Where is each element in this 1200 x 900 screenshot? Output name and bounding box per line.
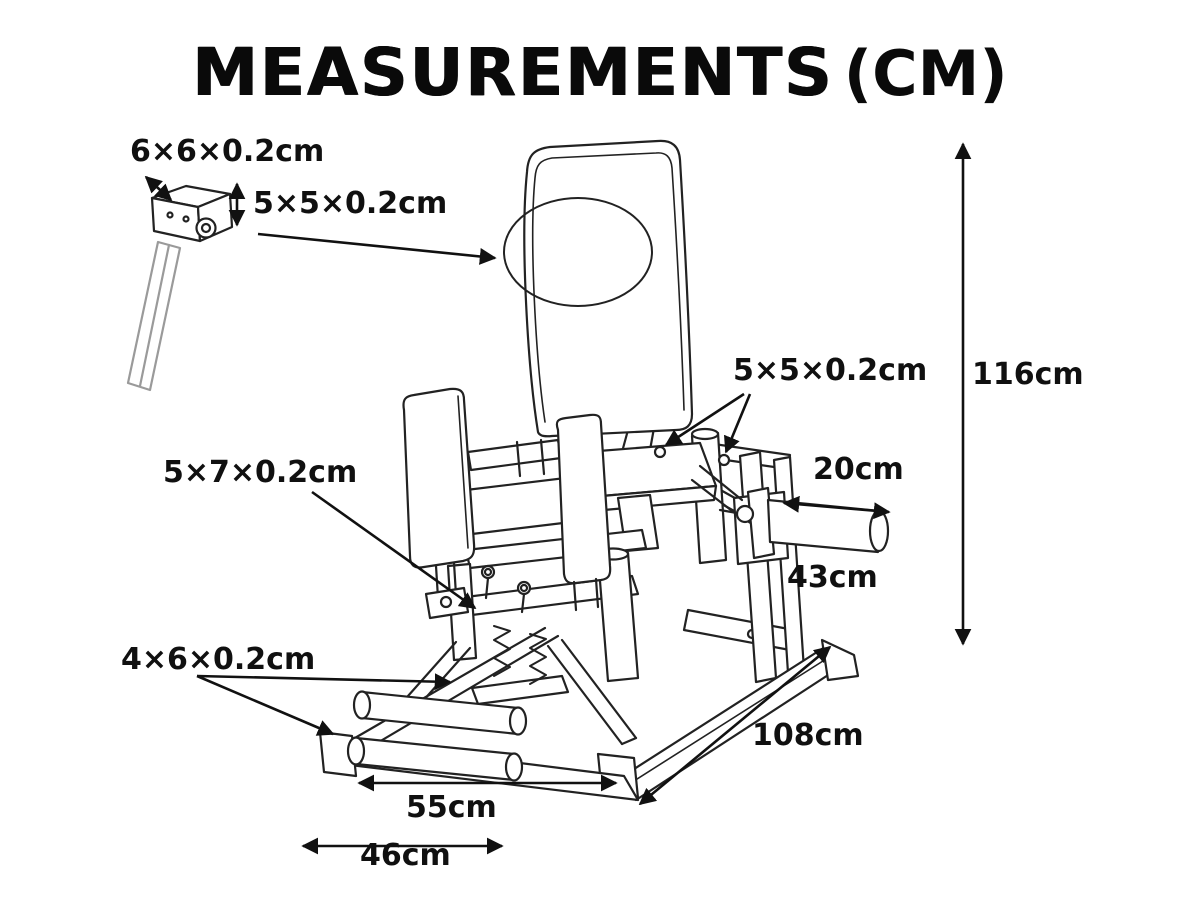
arrow-horn-length: [782, 495, 891, 520]
dimension-label-total-height: 116cm: [972, 357, 1084, 392]
handle-part: [126, 184, 234, 392]
dimension-label-rear-posts: 5×5×0.2cm: [733, 353, 928, 388]
leader-rear-post-1: [664, 392, 745, 447]
backrest: [503, 139, 694, 438]
page-title: MEASUREMENTS(CM): [0, 40, 1200, 106]
handle-stem: [126, 240, 182, 392]
dimension-label-backrest: 5×5×0.2cm: [253, 186, 448, 221]
dimension-label-mid-height: 43cm: [787, 560, 878, 595]
title-unit: (CM): [843, 37, 1008, 110]
leader-backrest: [257, 232, 497, 265]
leader-rear-post-2: [724, 393, 752, 454]
dimension-label-handle-block: 6×6×0.2cm: [130, 134, 325, 169]
dimension-arrows: [144, 142, 972, 855]
base-back-beam: [682, 608, 796, 652]
dimension-label-base-width: 46cm: [360, 838, 451, 873]
dimension-label-roller-width: 55cm: [406, 790, 497, 825]
leader-thigh-pad: [311, 490, 477, 610]
dimension-label-thigh-pad: 5×7×0.2cm: [163, 455, 358, 490]
leader-base-tube-2: [196, 673, 452, 691]
thigh-pads: [402, 387, 612, 620]
leader-base-tube-1: [196, 674, 335, 736]
dimension-label-base-depth: 108cm: [752, 718, 864, 753]
dimension-label-horn-length: 20cm: [813, 452, 904, 487]
title-main: MEASUREMENTS: [192, 34, 834, 111]
dimension-label-base-tube: 4×6×0.2cm: [121, 642, 316, 677]
arrow-base-depth: [638, 645, 832, 806]
seat: [584, 426, 744, 553]
arrow-handle-block: [144, 175, 173, 202]
